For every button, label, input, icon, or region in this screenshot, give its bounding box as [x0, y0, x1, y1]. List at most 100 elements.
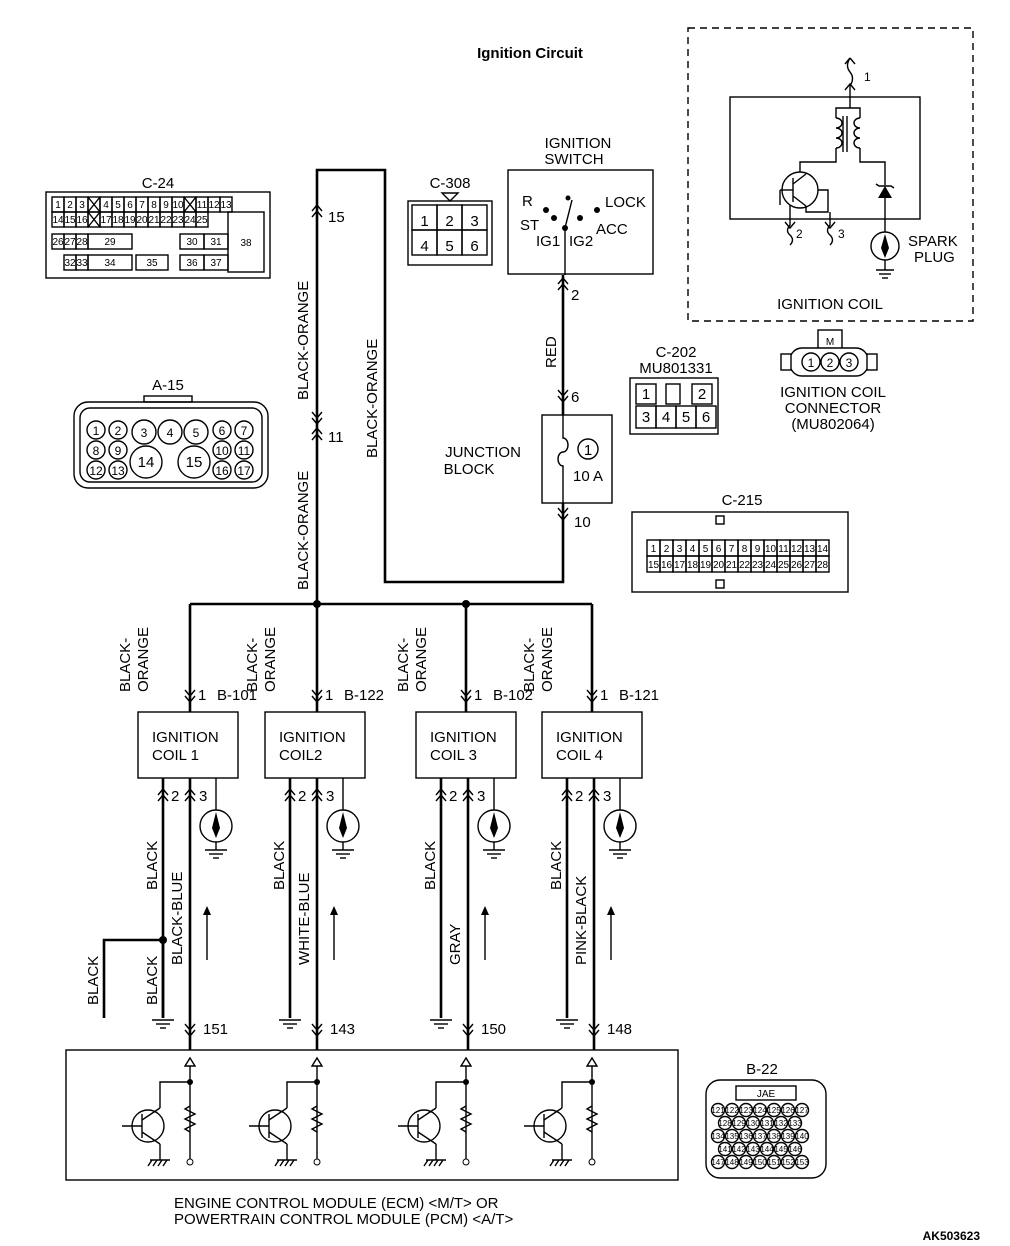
- coil-gnd-wire: BLACK: [548, 841, 565, 890]
- coil-sig-wire: WHITE-BLUE: [296, 872, 313, 965]
- coil-sig-pin: 3: [477, 788, 485, 805]
- ground-icon: [332, 849, 354, 859]
- connector-pin-label: 20: [713, 560, 725, 571]
- connector-pin-label: 12: [208, 200, 220, 211]
- connector-pin-label: 17: [674, 560, 686, 571]
- junction-block-box: [541, 414, 613, 504]
- coil-sig-wire: PINK-BLACK: [573, 876, 590, 965]
- coil-gnd-wire: BLACK: [144, 841, 161, 890]
- connector-pin-label: 3: [642, 409, 650, 426]
- coil-in-pin: 1: [600, 687, 608, 704]
- branch-label-1: BLACK-: [521, 638, 538, 692]
- connector-pin-label: 134: [711, 1132, 725, 1141]
- connector-pin-label: 121: [711, 1106, 725, 1115]
- connector-pin-label: 143: [746, 1145, 760, 1154]
- connector-pin-label: 28: [76, 237, 88, 248]
- splice-pin-11: 11: [328, 429, 344, 446]
- coil-connector-label-2: CONNECTOR: [785, 400, 882, 417]
- connector-pin-label: 30: [186, 237, 198, 248]
- coil-in-pin: 1: [325, 687, 333, 704]
- ground-icon: [430, 1019, 452, 1029]
- spark-plug-icon: [326, 778, 360, 859]
- c24-label: C-24: [142, 175, 175, 192]
- ecm-label-2: POWERTRAIN CONTROL MODULE (PCM) <A/T>: [174, 1211, 513, 1228]
- connector-pin-label: 34: [104, 258, 116, 269]
- connector-pin-label: 4: [662, 409, 670, 426]
- coil-sig-wire: BLACK-BLUE: [169, 872, 186, 965]
- wire-label-right: BLACK-ORANGE: [364, 339, 381, 458]
- wire-label-upper: BLACK-ORANGE: [295, 281, 312, 400]
- switch-pos-r: R: [522, 193, 533, 210]
- coil-pin-1: 1: [864, 70, 871, 84]
- connector-pin-label: 6: [702, 409, 710, 426]
- spark-plug-icon: [870, 231, 900, 279]
- coil-inner-frame: [729, 96, 921, 220]
- coil-connector-id: B-102: [493, 687, 533, 704]
- ignition-coil-detail-frame: [687, 27, 974, 322]
- connector-pin-label: 153: [795, 1158, 809, 1167]
- coil-connector-id: B-121: [619, 687, 659, 704]
- switch-pos-ig2: IG2: [569, 233, 593, 250]
- connector-pin-label: 23: [172, 215, 184, 226]
- connector-pin-label: 24: [184, 215, 196, 226]
- connector-pin-label: 26: [791, 560, 803, 571]
- connector-pin-label: 144: [760, 1145, 774, 1154]
- connector-pin-label: 1: [93, 424, 100, 438]
- connector-pin-label: 20: [136, 215, 148, 226]
- ecm-driver-1: [122, 1056, 197, 1167]
- coil-connector-id: B-122: [344, 687, 384, 704]
- connector-pin-label: 5: [193, 426, 200, 440]
- switch-pos-acc: ACC: [596, 221, 628, 238]
- connector-pin-label: 38: [240, 238, 252, 249]
- branch-label-2: ORANGE: [262, 627, 279, 692]
- connector-pin-label: 146: [788, 1145, 802, 1154]
- coil-connector-id: B-101: [217, 687, 257, 704]
- connector-pin-label: 4: [103, 200, 109, 211]
- connector-pin-label: 6: [127, 200, 133, 211]
- ignition-switch-box: [507, 169, 654, 275]
- fuse-number: 1: [584, 442, 592, 459]
- coil-in-pin: 1: [474, 687, 482, 704]
- connector-pin-label: 27: [804, 560, 816, 571]
- connector-pin-label: 6: [219, 424, 226, 438]
- wire-label-lower: BLACK-ORANGE: [295, 471, 312, 590]
- connector-pin-label: 5: [115, 200, 121, 211]
- coil-gnd-wire: BLACK: [422, 841, 439, 890]
- ecm-box: [65, 1049, 679, 1181]
- connector-pin-label: 4: [167, 426, 174, 440]
- connector-pin-label: 24: [765, 560, 777, 571]
- coil-box: [415, 711, 517, 779]
- connector-pin-label: 26: [52, 237, 64, 248]
- coil1-ground-wire-b: BLACK: [144, 956, 161, 1005]
- connector-pin-label: 145: [774, 1145, 788, 1154]
- connector-pin-label: 7: [139, 200, 145, 211]
- jb-pin-10: 10: [574, 514, 591, 531]
- connector-pin-label: 25: [196, 215, 208, 226]
- connector-pin-label: 14: [138, 454, 155, 471]
- ground-icon: [609, 849, 631, 859]
- ecm-driver-4: [524, 1056, 599, 1167]
- coil-connector-pin-2: 2: [827, 356, 834, 370]
- connector-pin-label: 13: [220, 200, 232, 211]
- coil-name-2: COIL 4: [556, 747, 603, 764]
- ecm-pin: 143: [330, 1021, 355, 1038]
- ground-icon: [279, 1019, 301, 1029]
- connector-pin-label: 136: [739, 1132, 753, 1141]
- connector-pin-label: 132: [774, 1119, 788, 1128]
- connector-pin-label: 1: [55, 200, 61, 211]
- coil-name-1: IGNITION: [152, 729, 219, 746]
- coil-sig-pin: 3: [326, 788, 334, 805]
- connector-pin: [195, 211, 209, 228]
- connector-pin-label: 5: [703, 544, 709, 555]
- coil-sig-pin: 3: [603, 788, 611, 805]
- connector-pin-label: 10: [765, 544, 777, 555]
- coil-gnd-pin: 2: [298, 788, 306, 805]
- connector-pin-label: 2: [115, 424, 122, 438]
- connector-pin-label: 15: [648, 560, 660, 571]
- coil-gnd-pin: 2: [449, 788, 457, 805]
- switch-pin-2: 2: [571, 287, 579, 304]
